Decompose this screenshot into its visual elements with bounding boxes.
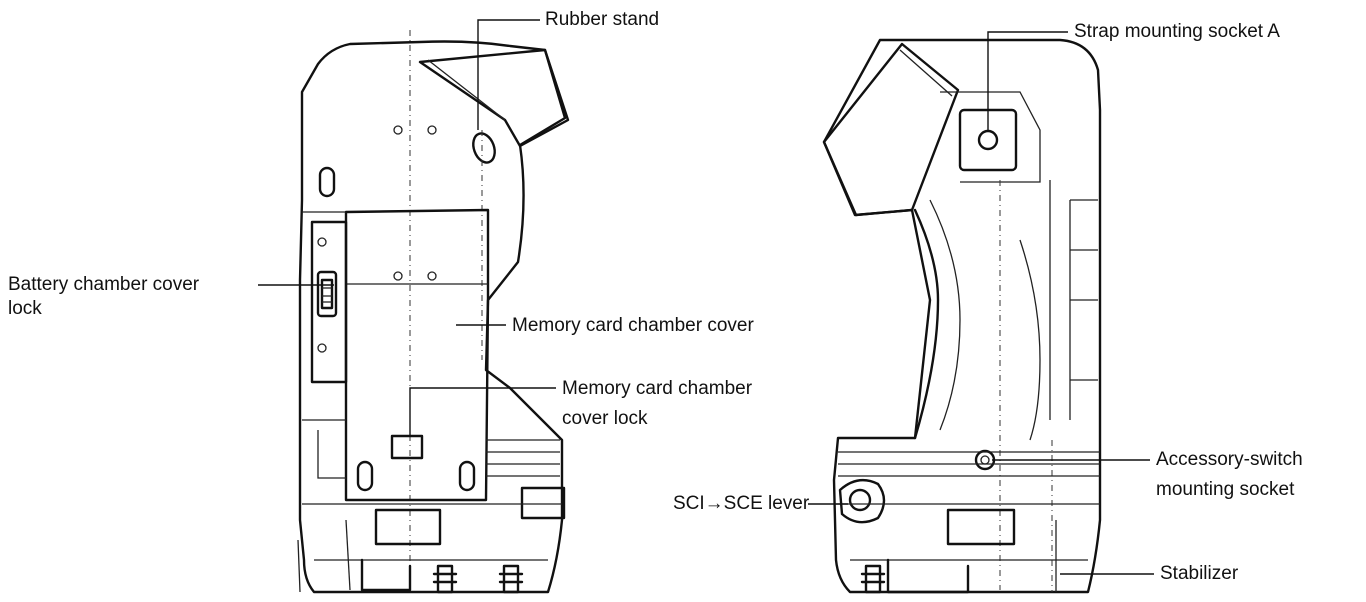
label-strap-socket: Strap mounting socket A	[1074, 21, 1280, 42]
label-stabilizer: Stabilizer	[1160, 563, 1239, 584]
label-memory-card-lock-line1: Memory card chamber	[562, 378, 753, 399]
label-battery-cover-lock-line1: Battery chamber cover	[8, 274, 200, 295]
label-rubber-stand: Rubber stand	[545, 9, 660, 30]
label-sci-sce-lever: SCI→SCE lever	[673, 493, 810, 514]
label-accessory-socket-line2: mounting socket	[1156, 479, 1295, 500]
left-side-view	[297, 30, 570, 594]
label-memory-card-lock-line2: cover lock	[562, 408, 648, 429]
leader-lines	[258, 19, 1154, 575]
right-side-view	[822, 38, 1102, 594]
label-memory-card-cover: Memory card chamber cover	[512, 315, 754, 336]
label-accessory-socket-line1: Accessory-switch	[1156, 449, 1303, 470]
label-battery-cover-lock-line2: lock	[8, 298, 42, 319]
